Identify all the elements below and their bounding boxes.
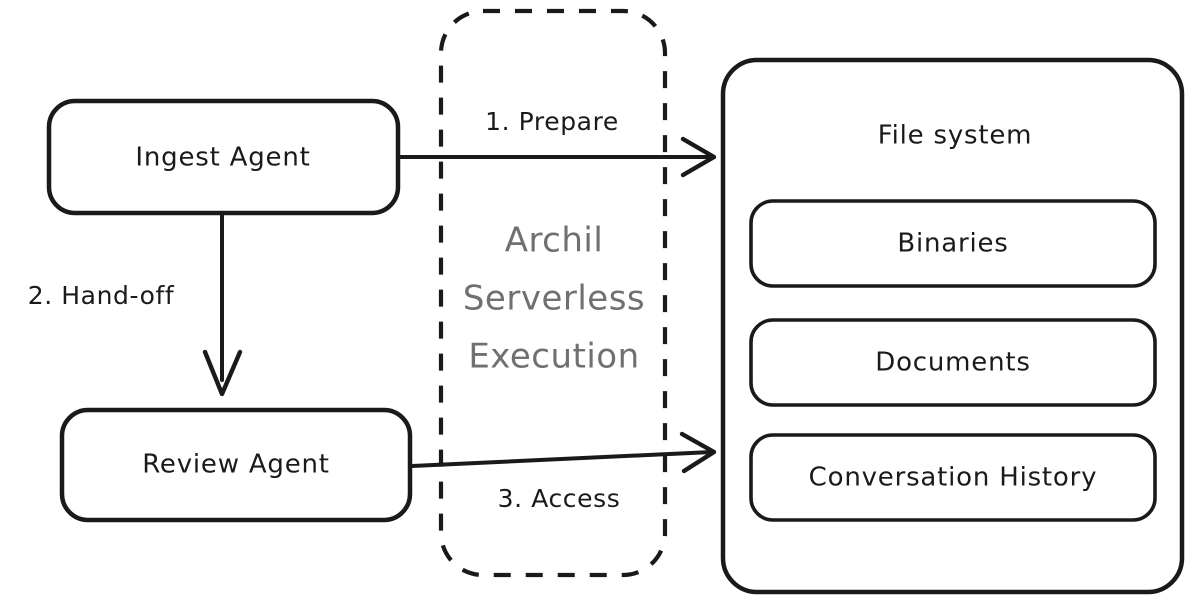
node-review-agent[interactable]: Review Agent [59, 407, 413, 523]
group-label-line-2: Serverless [463, 279, 645, 319]
review-agent-box[interactable] [59, 407, 413, 523]
archil-serverless-execution-group: Archil Serverless Execution [438, 8, 668, 578]
prepare-arrow-head [680, 136, 717, 178]
access-edge-label: 3. Access [498, 484, 621, 513]
binaries-box[interactable] [749, 199, 1157, 288]
edge-access: 3. Access [410, 431, 717, 513]
conversation-history-box[interactable] [749, 433, 1157, 522]
conversation-history-label: Conversation History [809, 463, 1098, 493]
handoff-edge-label: 2. Hand-off [28, 281, 175, 310]
binaries-label: Binaries [897, 229, 1008, 259]
node-ingest-agent[interactable]: Ingest Agent [46, 98, 401, 216]
node-file-system[interactable]: File system Binaries Documents Conversat… [720, 57, 1185, 595]
documents-label: Documents [875, 348, 1030, 378]
edge-prepare: 1. Prepare [397, 107, 717, 178]
access-arrow-head [679, 431, 717, 474]
file-system-item-documents[interactable]: Documents [749, 318, 1157, 407]
handoff-arrow-head [202, 349, 243, 397]
access-arrow-line [410, 450, 714, 468]
review-agent-label: Review Agent [142, 450, 330, 480]
group-label-line-1: Archil [505, 221, 604, 261]
file-system-item-binaries[interactable]: Binaries [749, 199, 1157, 288]
dashed-group-border [438, 8, 668, 578]
file-system-item-conversation-history[interactable]: Conversation History [749, 433, 1157, 522]
edge-handoff: 2. Hand-off [28, 212, 243, 397]
documents-box[interactable] [749, 318, 1157, 407]
group-label-line-3: Execution [468, 337, 639, 377]
prepare-edge-label: 1. Prepare [485, 107, 619, 136]
ingest-agent-label: Ingest Agent [135, 143, 310, 173]
file-system-label: File system [878, 121, 1033, 151]
